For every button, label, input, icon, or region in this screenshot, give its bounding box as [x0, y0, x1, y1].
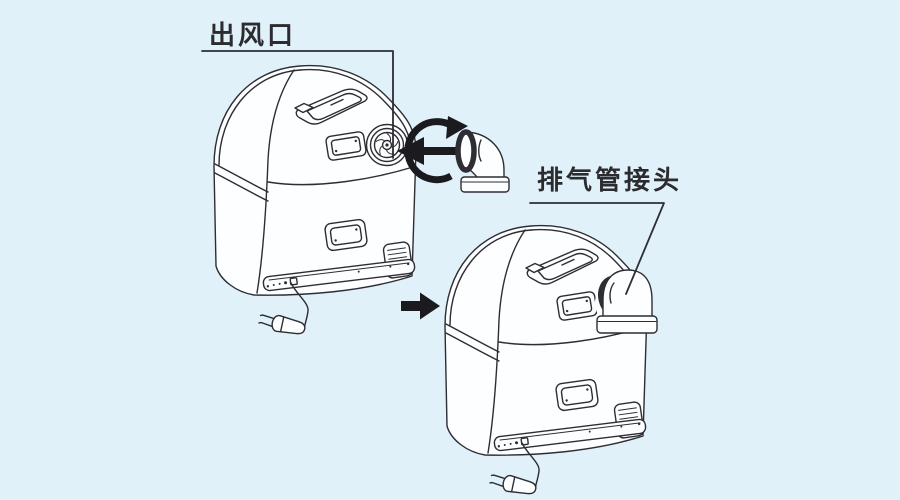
elbow-connector-attached	[595, 269, 658, 334]
machine-2-illustration	[444, 224, 648, 498]
step-arrow-icon	[401, 292, 440, 320]
exhaust-pipe-connector-label: 排气管接头	[537, 165, 683, 195]
elbow-connector-detached	[455, 129, 510, 193]
air-outlet-leader-line	[201, 50, 394, 159]
machine-1-illustration	[213, 64, 417, 338]
air-outlet-label: 出风口	[209, 20, 297, 50]
insert-arrow-icon	[397, 137, 469, 165]
connector-leader-line	[529, 202, 665, 295]
